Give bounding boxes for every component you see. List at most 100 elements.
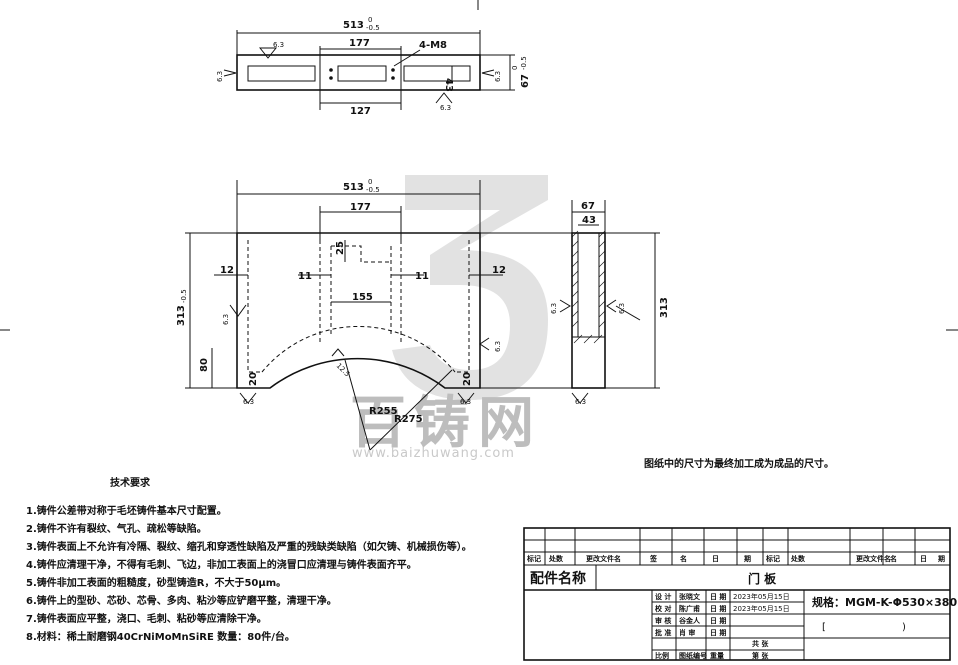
front-view: 513 0 -0.5 177 25 155 11 11 12 12 313 -0…: [176, 178, 660, 451]
rev-header: 期: [744, 554, 751, 563]
sig-date: 2023年05月15日: [733, 604, 790, 613]
dim-front-height: 313: [176, 305, 187, 326]
size-remark: 图纸中的尺寸为最终加工成为成品的尺寸。: [644, 459, 834, 470]
roughness-side-right: 6.3: [618, 303, 626, 314]
rev-header: 标记: [526, 554, 541, 563]
sig-role: 审 核: [655, 616, 671, 625]
top-slot-center: [337, 65, 387, 82]
roughness-top-2: 6.3: [216, 71, 224, 82]
note-item: 5.铸件非加工表面的粗糙度，砂型铸造R，不大于50μm。: [26, 578, 287, 589]
part-name-label: 配件名称: [530, 570, 586, 587]
rev-header: 期: [938, 554, 945, 563]
sig-date-label: 日 期: [710, 616, 726, 625]
rev-header: 更改文件名: [586, 554, 621, 563]
roughness-symbol: [559, 299, 571, 313]
top-slot-left: [247, 65, 316, 82]
note-item: 2.铸件不许有裂纹、气孔、疏松等缺陷。: [26, 524, 207, 535]
dim-front-width: 513: [343, 182, 364, 193]
dim-top-height: 67: [520, 74, 531, 88]
leader-radius: [369, 369, 453, 451]
roughness-symbol: [571, 392, 589, 404]
side-hatch: [571, 230, 606, 344]
leader-roughness: [615, 305, 641, 321]
hidden-window-outer: [319, 240, 402, 344]
dim-front-foot-right: 20: [462, 372, 473, 386]
roughness-front-bottom-left: 6.3: [243, 398, 254, 406]
roughness-symbol: [223, 69, 237, 77]
dim-front-r255: R255: [369, 406, 398, 417]
roughness-symbol: [258, 47, 278, 59]
sig-name: 肖 审: [679, 628, 695, 637]
roughness-front-arc: 12.5: [335, 362, 352, 379]
roughness-side-bottom: 6.3: [575, 398, 586, 406]
roughness-symbol: [481, 69, 495, 77]
roughness-top-4: 6.3: [440, 104, 451, 112]
m8-hole: [329, 76, 333, 80]
hidden-window-top: [331, 245, 391, 263]
roughness-front-right: 6.3: [494, 341, 502, 352]
dim-front-wall-right: 11: [415, 271, 429, 282]
footer-weight: 重量: [710, 651, 724, 660]
rev-header: 处数: [790, 554, 806, 563]
rev-header: 名: [890, 554, 897, 563]
dim-front-foot: 80: [199, 358, 210, 372]
watermark-logo: [392, 175, 548, 400]
top-slot-right: [403, 65, 471, 82]
note-item: 6.铸件上的型砂、芯砂、芯骨、多肉、粘沙等应铲磨平整，清理干净。: [26, 596, 337, 607]
sig-role: 批 准: [655, 628, 671, 637]
hidden-window-inner: [330, 246, 392, 336]
roughness-side-left: 6.3: [550, 303, 558, 314]
rev-header: 日: [712, 555, 719, 563]
rev-header: 签: [649, 554, 658, 563]
watermark-brand: 百铸网: [350, 391, 542, 456]
footer-scale: 比例: [655, 651, 669, 660]
roughness-top-1: 6.3: [273, 41, 284, 49]
roughness-symbol: [229, 304, 247, 317]
sig-role: 设 计: [655, 592, 671, 601]
dim-side-inner: 43: [582, 215, 596, 226]
m8-hole: [391, 76, 395, 80]
dim-side-height: 313: [659, 297, 670, 318]
leader-holes: [393, 49, 421, 67]
dim-front-inner: 155: [352, 292, 373, 303]
rev-header: 日: [920, 555, 927, 563]
sig-date-label: 日 期: [710, 592, 726, 601]
dim-front-tol-upper: 0: [368, 178, 372, 186]
dim-front-foot-left: 20: [248, 372, 259, 386]
roughness-symbol: [457, 392, 475, 404]
dim-front-wall-left: 11: [298, 271, 312, 282]
dim-top-hole-spacing: 127: [350, 106, 371, 117]
dim-front-side-left: 12: [220, 265, 234, 276]
sig-date-label: 日 期: [710, 604, 726, 613]
watermark-url: www.baizhuwang.com: [352, 446, 515, 461]
note-item: 3.铸件表面上不允许有冷隔、裂纹、缩孔和穿透性缺陷及严重的残缺类缺陷（如欠铸、机…: [26, 542, 472, 553]
roughness-front-left: 6.3: [222, 314, 230, 325]
roughness-symbol: [331, 348, 345, 357]
front-view-outline: [236, 232, 481, 389]
side-inner-pocket: [577, 232, 600, 338]
sig-role: 校 对: [655, 604, 671, 613]
dim-top-slot: 177: [349, 38, 370, 49]
m8-hole: [391, 68, 395, 72]
m8-hole: [329, 68, 333, 72]
sig-name: 谷金人: [679, 616, 701, 625]
dim-top-tol-lower: -0.5: [366, 24, 380, 32]
rev-header: 处数: [548, 554, 564, 563]
roughness-top-3: 6.3: [494, 71, 502, 82]
title-block: 标记 处数 更改文件名 签 名 日 期 标记 处数 更改文件名 签 名 日 期 …: [523, 527, 957, 661]
footer-drawing-no: 图纸编号: [679, 651, 707, 660]
part-name: 门 板: [748, 571, 777, 586]
notes-title: 技术要求: [110, 478, 150, 489]
hidden-line-right: [455, 240, 470, 373]
leader-radius: [344, 359, 371, 451]
roughness-symbol: [606, 299, 617, 313]
rev-header: 标记: [765, 554, 780, 563]
dim-front-window: 177: [350, 202, 371, 213]
dim-top-height-tol-lower: -0.5: [520, 56, 528, 70]
rev-header: 更改文件名: [856, 554, 891, 563]
dim-top-tol-upper: 0: [368, 16, 372, 24]
dim-top-height-tol-upper: 0: [511, 66, 519, 70]
code-close: ): [902, 622, 906, 633]
roughness-symbol: [479, 337, 490, 351]
footer-sheet-no: 第 张: [752, 651, 769, 660]
